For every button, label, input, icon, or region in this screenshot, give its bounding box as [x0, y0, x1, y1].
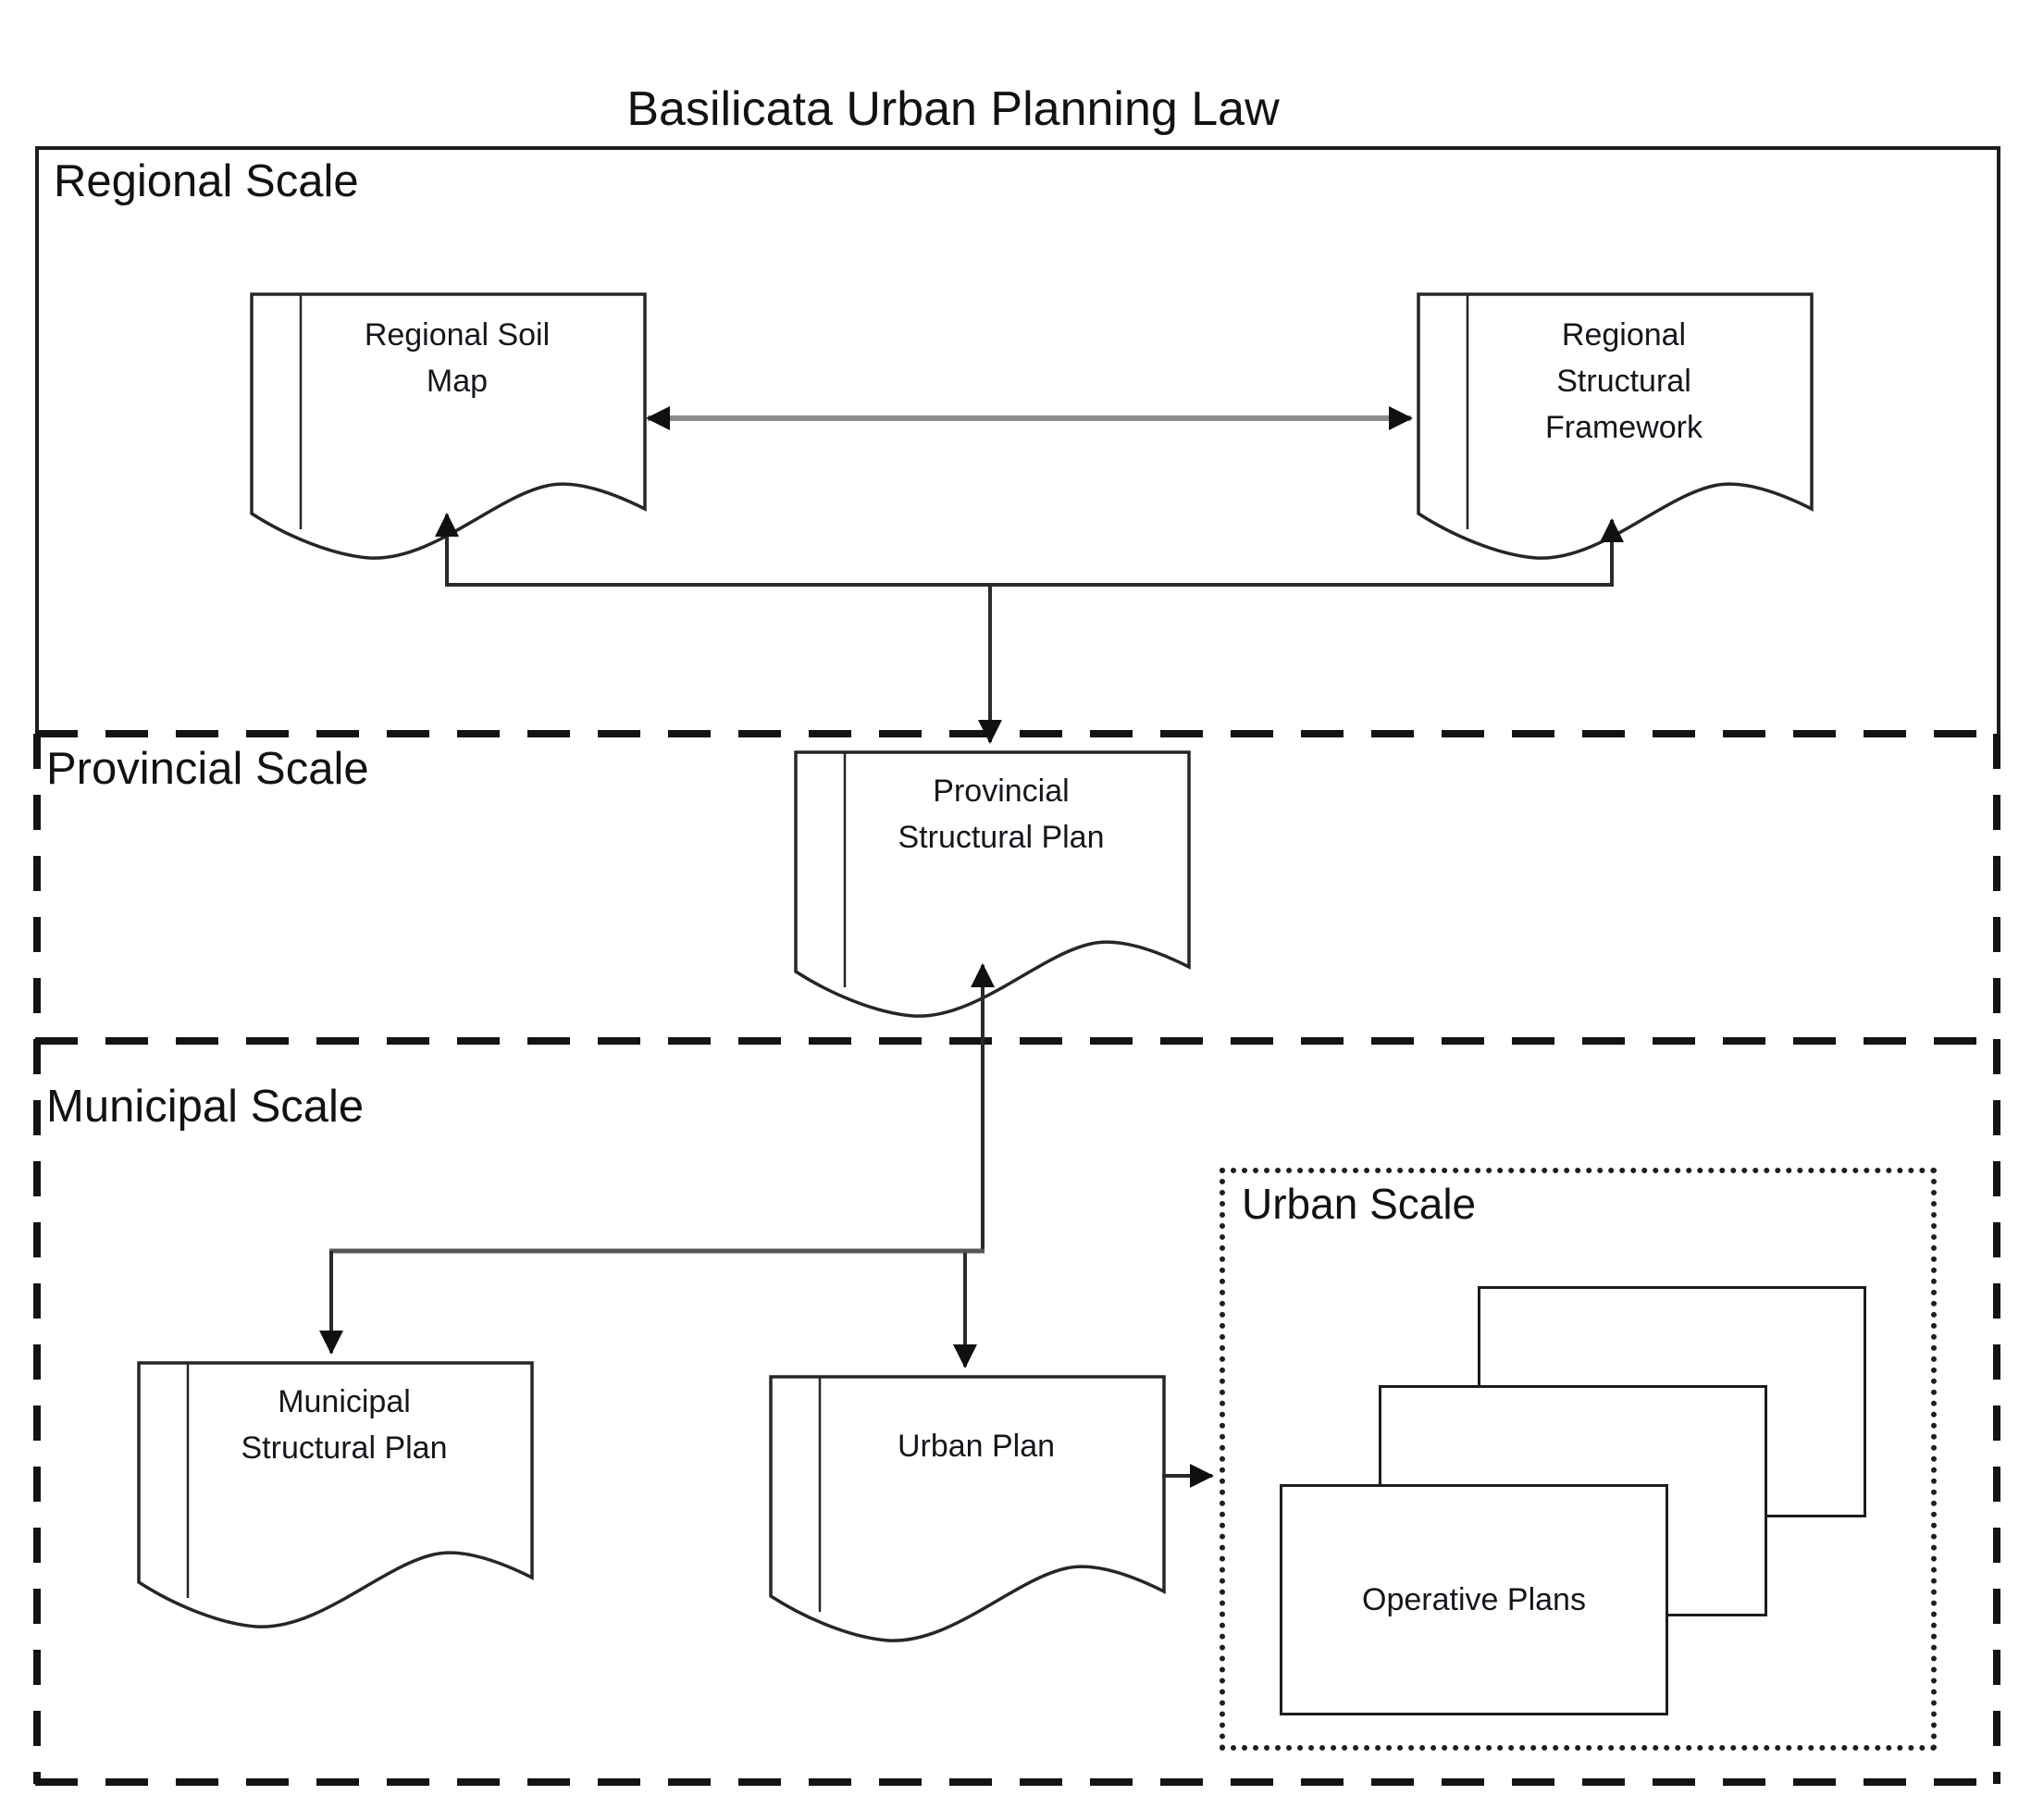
municipal-top-dashed-border	[35, 1037, 2002, 1045]
provincial-structural-plan-label: Provincial Structural Plan	[898, 774, 1105, 855]
regional-structural-framework-label: Regional Structural Framework	[1544, 317, 1703, 445]
urban-plan-shape	[768, 1374, 1167, 1652]
urban-scale-label: Urban Scale	[1242, 1180, 1477, 1228]
regional-scale-box	[35, 146, 2000, 736]
municipal-structural-plan-label: Municipal Structural Plan	[241, 1384, 448, 1466]
urban-plan-label: Urban Plan	[897, 1429, 1056, 1464]
municipal-scale-label: Municipal Scale	[46, 1082, 365, 1132]
provincial-scale-label: Provincial Scale	[46, 744, 369, 794]
urban-scale-box	[1220, 1168, 1937, 1751]
regional-soil-map-label: Regional Soil Map	[364, 317, 551, 399]
operative-plans-sheet-front: Operative Plans	[1280, 1484, 1668, 1715]
diagram-title: Basilicata Urban Planning Law	[626, 82, 1280, 136]
municipal-bottom-dashed-border	[35, 1778, 2002, 1786]
provincial-top-dashed-border	[35, 730, 2002, 737]
right-dashed-border	[1993, 734, 2000, 1784]
operative-plans-label: Operative Plans	[1362, 1581, 1586, 1617]
regional-scale-label: Regional Scale	[54, 156, 359, 206]
left-dashed-border	[33, 734, 41, 1784]
